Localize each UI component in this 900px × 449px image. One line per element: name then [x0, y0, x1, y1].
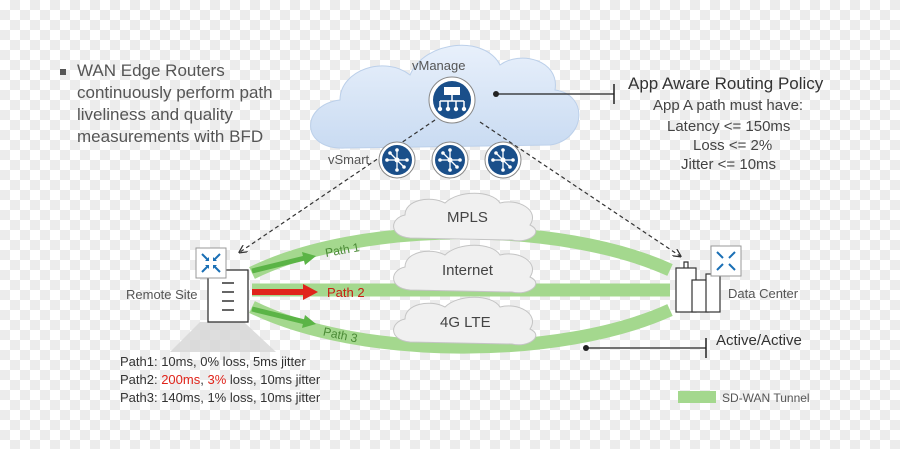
lte-cloud: [393, 296, 537, 346]
tunnel-lte: [249, 301, 673, 354]
remote-site-label: Remote Site: [126, 287, 198, 302]
vsmart-label: vSmart: [328, 152, 370, 167]
policy-loss: Loss <= 2%: [693, 137, 773, 154]
policy-jitter: Jitter <= 10ms: [681, 156, 777, 173]
vsmart-hub-icon: [378, 141, 416, 179]
legend-tunnel-label: SD-WAN Tunnel: [722, 391, 810, 405]
control-connections: [240, 119, 680, 256]
lte-label: 4G LTE: [440, 314, 491, 331]
vsmart-hub-icon: [431, 141, 469, 179]
vsmart-hub-icon: [484, 141, 522, 179]
data-center-label: Data Center: [728, 286, 799, 301]
policy-title: App Aware Routing Policy: [628, 74, 824, 93]
bullet-text: WAN Edge Routers continuously perform pa…: [77, 61, 273, 146]
active-active-label: Active/Active: [716, 332, 802, 349]
policy-connector: [493, 84, 615, 104]
path1-stats: Path1: 10ms, 0% loss, 5ms jitter: [120, 354, 306, 369]
router-icon: [710, 245, 742, 277]
remote-site-building: [170, 269, 276, 352]
vmanage-label: vManage: [412, 58, 466, 73]
legend-tunnel-swatch: [678, 391, 716, 403]
policy-subtitle: App A path must have:: [653, 97, 804, 114]
path2-stats-prefix: Path2:: [120, 372, 162, 387]
path3-stats: Path3: 140ms, 1% loss, 10ms jitter: [120, 390, 321, 405]
active-active-connector: [583, 338, 707, 358]
internet-label: Internet: [442, 262, 493, 279]
mpls-cloud: [393, 192, 537, 242]
path2-arrow: [252, 284, 318, 300]
mpls-label: MPLS: [447, 209, 488, 226]
path2-stats-loss: 3%: [207, 372, 227, 387]
path2-stats: Path2: 200ms, 3% loss, 10ms jitter: [120, 372, 320, 387]
path2-label: Path 2: [327, 285, 365, 300]
path3-arrow: [251, 306, 316, 328]
bullet-marker: [60, 69, 66, 75]
data-center-building: [675, 261, 721, 313]
path1-arrow: [251, 252, 316, 274]
internet-cloud: [393, 244, 537, 294]
transport-clouds: [393, 192, 537, 346]
router-icon: [195, 247, 227, 279]
path2-stats-sep: ,: [200, 372, 208, 387]
path2-stats-rest: loss, 10ms jitter: [226, 372, 321, 387]
policy-latency: Latency <= 150ms: [667, 118, 791, 135]
path2-stats-latency: 200ms: [161, 372, 201, 387]
vmanage-hub-icon: [428, 76, 476, 124]
